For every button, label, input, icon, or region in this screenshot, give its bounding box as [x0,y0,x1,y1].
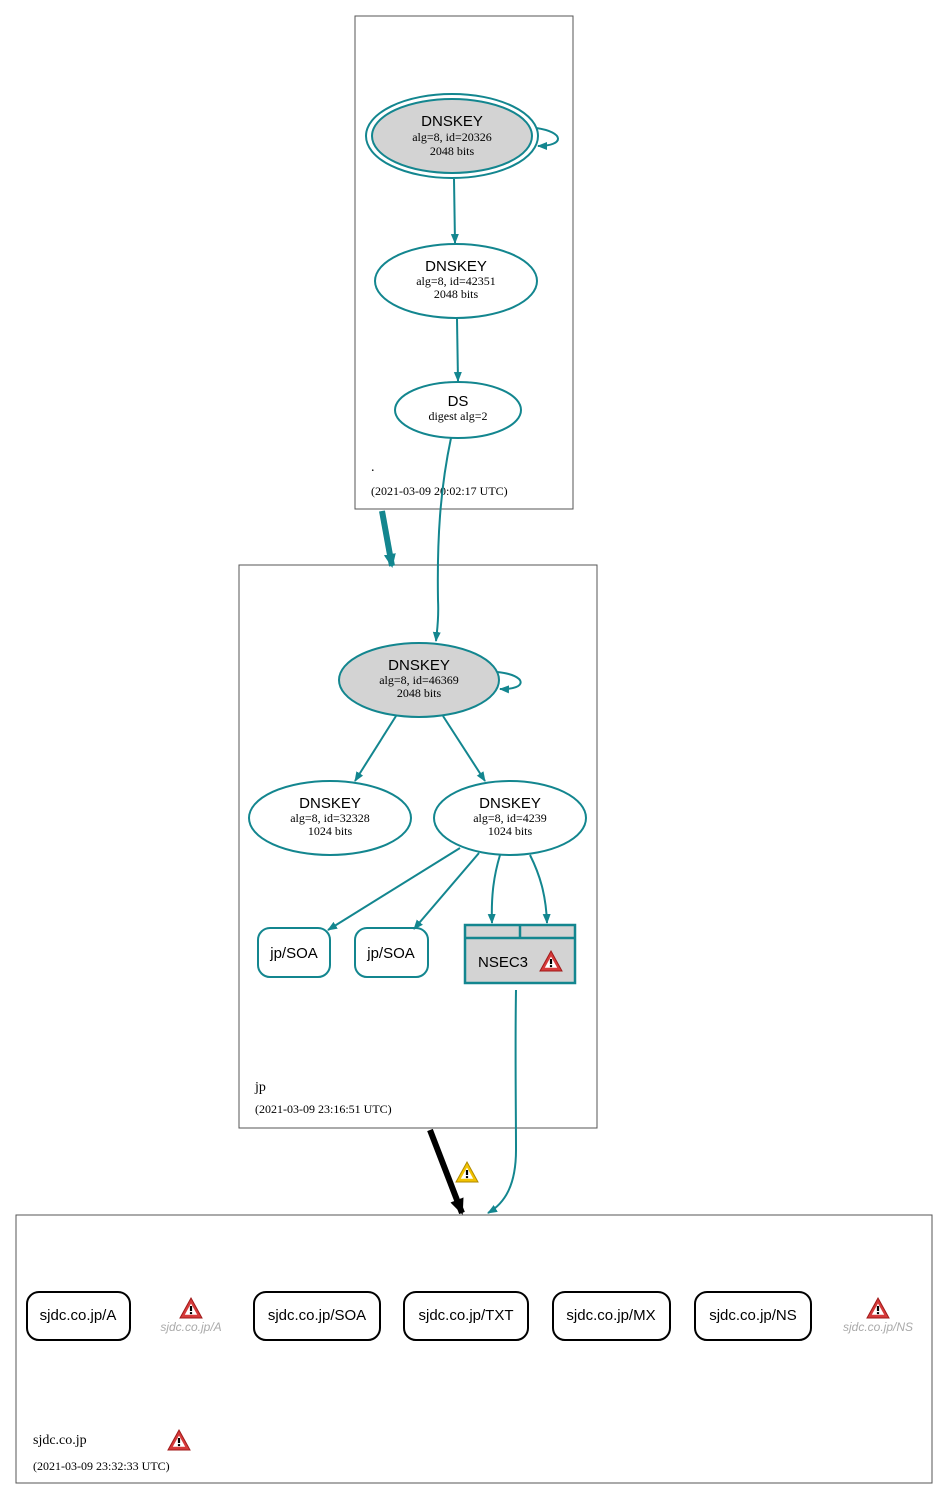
edge-jp-zsk-to-nsec3-a [487,854,501,924]
node-root-ksk-line2: 2048 bits [430,144,475,158]
node-jp-soa-2-label: jp/SOA [366,945,415,962]
edge-jp-ksk-self [496,671,522,694]
node-jp-zsk-32328[interactable]: DNSKEY alg=8, id=32328 1024 bits [248,780,412,856]
edge-root-zsk-to-ds [453,318,462,382]
edge-jp-zsk-to-soa-1 [327,847,461,931]
edge-jp-ksk-to-zsk-4239 [442,715,486,782]
delegation-root-to-jp [379,510,396,568]
zone-jp-timestamp: (2021-03-09 23:16:51 UTC) [255,1102,392,1116]
node-jp-zsk-4239-line1: alg=8, id=4239 [473,811,547,825]
zone-root-timestamp: (2021-03-09 20:02:17 UTC) [371,484,508,498]
record-label: sjdc.co.jp/A [160,1320,221,1334]
node-root-ds[interactable]: DS digest alg=2 [394,381,522,439]
node-jp-ksk-line2: 2048 bits [397,686,442,700]
node-jp-zsk-4239-line2: 1024 bits [488,824,533,838]
node-root-ksk-title: DNSKEY [421,113,483,130]
node-jp-soa-1[interactable]: jp/SOA [257,927,331,978]
record-label: sjdc.co.jp/SOA [268,1307,366,1324]
warning-red-icon [866,1297,890,1319]
node-root-zsk-line1: alg=8, id=42351 [416,274,496,288]
zone-sjdc-name: sjdc.co.jp [33,1433,87,1448]
delegation-jp-to-sjdc [427,1128,465,1215]
node-jp-soa-1-label: jp/SOA [269,945,318,962]
node-root-zsk[interactable]: DNSKEY alg=8, id=42351 2048 bits [374,243,538,319]
node-root-zsk-title: DNSKEY [425,258,487,275]
node-jp-ksk-title: DNSKEY [388,657,450,674]
edge-jp-zsk-to-soa-2 [413,852,480,930]
node-jp-ksk-line1: alg=8, id=46369 [379,673,459,687]
node-jp-zsk-32328-line1: alg=8, id=32328 [290,811,370,825]
zone-sjdc-box [15,1214,933,1484]
node-root-ds-title: DS [448,393,469,410]
node-jp-nsec3[interactable]: NSEC3 [463,923,577,985]
node-root-ksk-line1: alg=8, id=20326 [412,130,492,144]
record-sjdc-a-nonexistent[interactable]: sjdc.co.jp/A [160,1297,222,1334]
edge-jp-zsk-to-nsec3-b [529,854,551,924]
warning-red-icon [179,1297,203,1319]
node-jp-zsk-4239[interactable]: DNSKEY alg=8, id=4239 1024 bits [433,780,587,856]
record-sjdc-soa[interactable]: sjdc.co.jp/SOA [253,1291,381,1341]
zone-sjdc-timestamp: (2021-03-09 23:32:33 UTC) [33,1459,170,1473]
node-jp-zsk-4239-title: DNSKEY [479,795,541,812]
record-sjdc-a[interactable]: sjdc.co.jp/A [26,1291,131,1341]
node-jp-nsec3-label: NSEC3 [478,954,528,971]
node-jp-zsk-32328-title: DNSKEY [299,795,361,812]
zone-jp-name: jp [254,1080,266,1095]
record-label: sjdc.co.jp/A [40,1307,117,1324]
node-root-ds-line1: digest alg=2 [428,409,487,423]
record-label: sjdc.co.jp/NS [709,1307,797,1324]
node-root-ksk[interactable]: DNSKEY alg=8, id=20326 2048 bits [365,93,539,179]
record-sjdc-mx[interactable]: sjdc.co.jp/MX [552,1291,671,1341]
node-jp-soa-2[interactable]: jp/SOA [354,927,429,978]
edge-jp-ksk-to-zsk-32328 [354,715,397,782]
edge-root-ksk-self [535,127,559,150]
record-label: sjdc.co.jp/TXT [418,1307,513,1324]
record-sjdc-ns-nonexistent[interactable]: sjdc.co.jp/NS [843,1297,913,1334]
record-label: sjdc.co.jp/NS [843,1320,913,1334]
node-jp-zsk-32328-line2: 1024 bits [308,824,353,838]
edge-root-ksk-to-zsk [450,178,459,244]
record-label: sjdc.co.jp/MX [566,1307,655,1324]
edge-root-ds-to-jp-ksk [432,437,452,642]
zone-root-name: . [371,460,375,475]
zone-root-box [354,15,574,510]
zone-jp-box [238,564,598,1129]
edge-nsec3-to-sjdc [487,989,518,1214]
warning-red-icon [167,1429,191,1451]
record-sjdc-ns[interactable]: sjdc.co.jp/NS [694,1291,812,1341]
record-sjdc-txt[interactable]: sjdc.co.jp/TXT [403,1291,529,1341]
warning-yellow-icon [455,1161,479,1183]
node-jp-ksk[interactable]: DNSKEY alg=8, id=46369 2048 bits [338,642,500,718]
node-root-zsk-line2: 2048 bits [434,287,479,301]
